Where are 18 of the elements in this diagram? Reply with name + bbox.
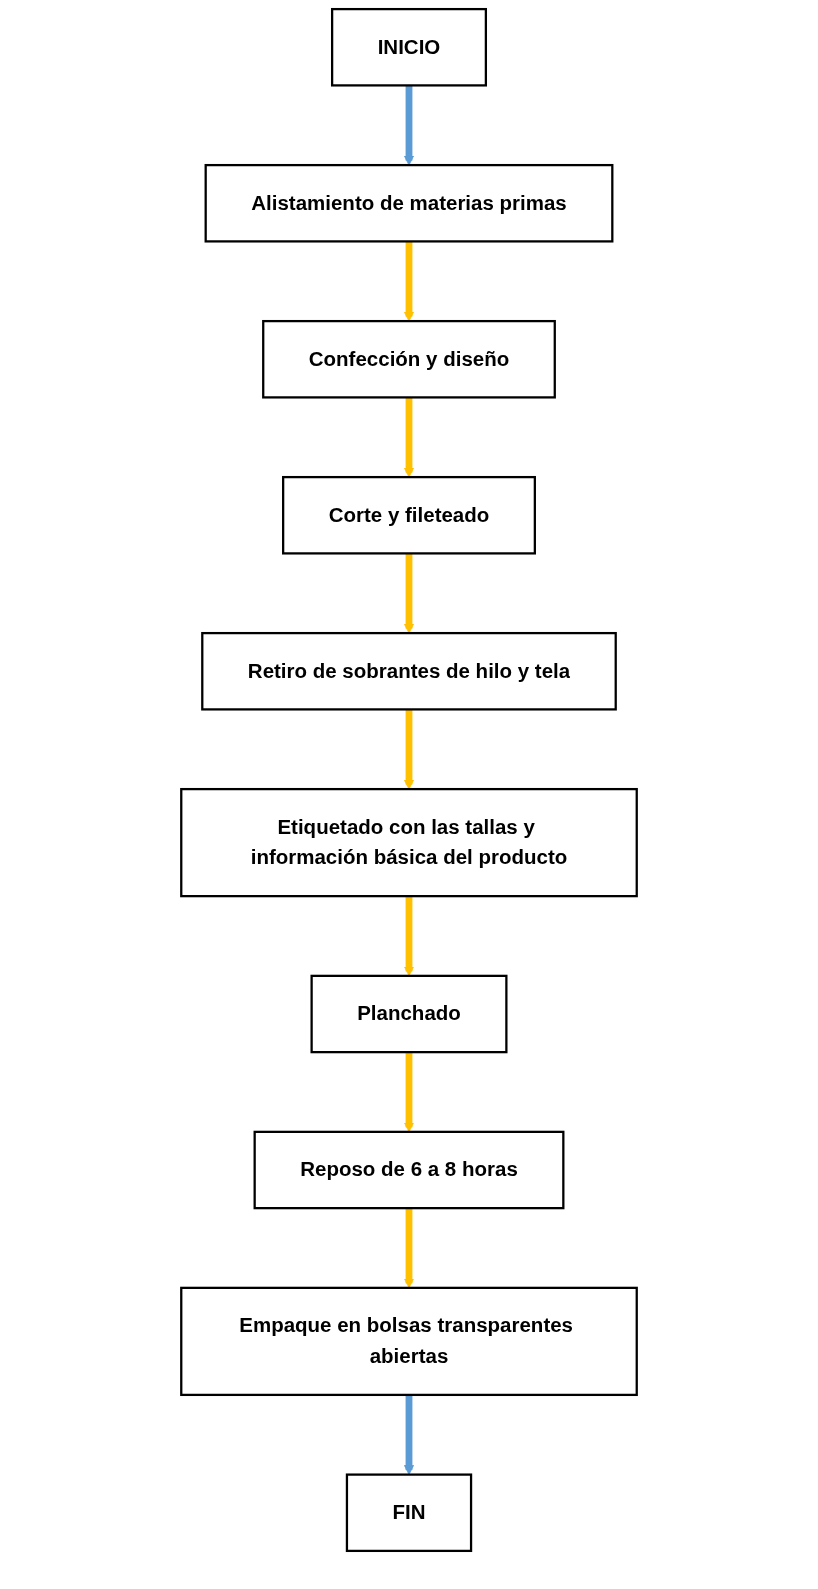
node-box: Etiquetado con las tallas y información básica del producto (180, 787, 638, 898)
node-box: Reposo de 6 a 8 horas (253, 1130, 565, 1210)
node-box: INICIO (331, 7, 487, 87)
node-box: Planchado (310, 974, 508, 1054)
arrow (404, 241, 414, 322)
node-box: Retiro de sobrantes de hilo y tela (201, 631, 617, 711)
arrow (404, 85, 414, 166)
arrow (404, 1208, 414, 1289)
node-box: Confección y diseño (262, 319, 556, 399)
arrow (404, 709, 414, 790)
arrow (404, 896, 414, 977)
node-box: Corte y fileteado (282, 475, 536, 555)
node-box: Alistamiento de materias primas (204, 163, 614, 243)
node-box: FIN (345, 1473, 473, 1553)
arrow (404, 1052, 414, 1133)
arrow (404, 397, 414, 478)
arrow (404, 553, 414, 634)
node-box: Empaque en bolsas transparentes abiertas (180, 1286, 638, 1397)
